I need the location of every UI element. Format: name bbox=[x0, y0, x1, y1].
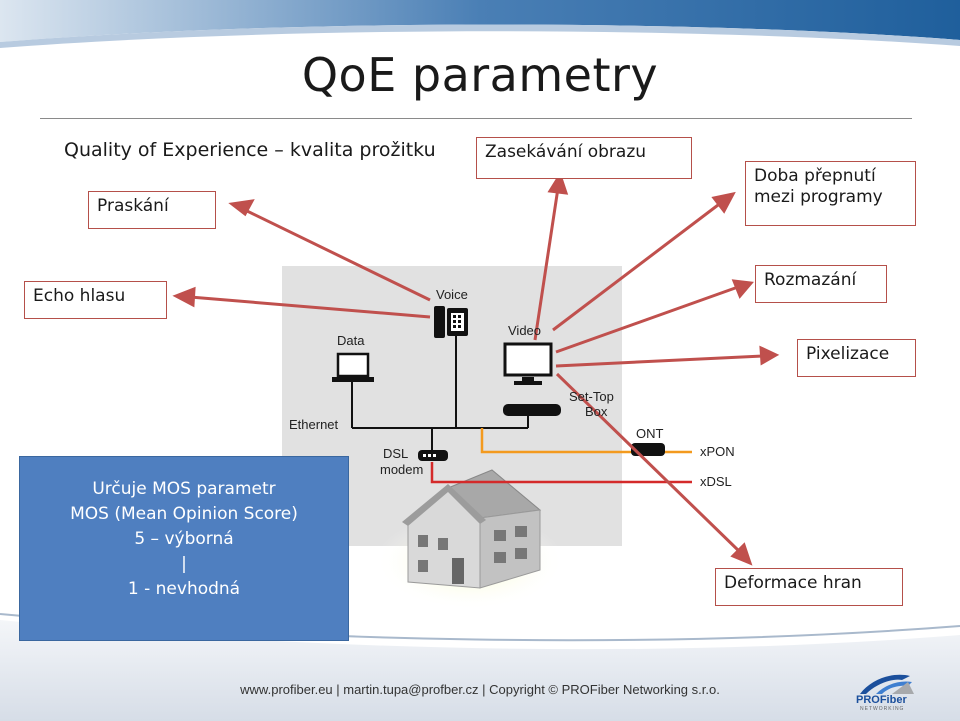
profiber-logo-icon bbox=[860, 674, 914, 694]
tv-icon bbox=[503, 342, 553, 385]
label-xdsl: xDSL bbox=[700, 474, 732, 489]
arrow-pixelizace bbox=[555, 354, 764, 368]
label-dsl: DSL bbox=[383, 446, 409, 461]
mos-line-1: Určuje MOS parametr bbox=[92, 479, 276, 499]
callout-echo: Echo hlasu bbox=[24, 281, 167, 319]
label-ont: ONT bbox=[636, 426, 664, 441]
mos-line-4: | bbox=[181, 554, 187, 574]
house-icon bbox=[402, 469, 542, 589]
callout-arrows bbox=[172, 171, 780, 566]
callout-pixelizace-text: Pixelizace bbox=[806, 344, 890, 364]
xpon-link bbox=[480, 428, 646, 454]
callout-praskani: Praskání bbox=[88, 191, 216, 229]
arrow-zasekavani bbox=[533, 187, 560, 341]
label-stb-line2: Box bbox=[585, 404, 608, 419]
callout-doba-line2: mezi programy bbox=[754, 187, 883, 207]
xdsl-link bbox=[430, 462, 692, 484]
callout-zasekavani-text: Zasekávání obrazu bbox=[485, 142, 647, 162]
header-swoosh bbox=[0, 0, 960, 48]
callout-doba-line1: Doba přepnutí bbox=[754, 166, 876, 186]
callout-zasekavani: Zasekávání obrazu bbox=[476, 137, 692, 179]
callout-deformace: Deformace hran bbox=[715, 568, 903, 606]
arrow-rozmazani-head bbox=[731, 279, 754, 299]
laptop-icon bbox=[332, 352, 374, 382]
set-top-box-icon bbox=[503, 404, 561, 416]
callout-pixelizace: Pixelizace bbox=[797, 339, 916, 377]
label-modem: modem bbox=[380, 462, 424, 477]
phone-icon bbox=[434, 306, 468, 338]
arrow-pixelizace-head bbox=[759, 345, 780, 366]
slide-subtitle: Quality of Experience – kvalita prožitku bbox=[64, 139, 436, 161]
label-ethernet: Ethernet bbox=[289, 417, 339, 432]
arrow-zasekavani-head bbox=[547, 171, 569, 195]
arrow-doba-head bbox=[711, 191, 736, 214]
mos-line-5: 1 - nevhodná bbox=[127, 579, 241, 599]
callout-rozmazani: Rozmazání bbox=[755, 265, 887, 303]
slide-title: QoE parametry bbox=[301, 48, 659, 102]
label-voice: Voice bbox=[436, 287, 468, 302]
callout-rozmazani-text: Rozmazání bbox=[764, 270, 857, 290]
mos-line-3: 5 – výborná bbox=[134, 529, 234, 549]
arrow-praskani-head bbox=[228, 199, 255, 217]
callout-deformace-text: Deformace hran bbox=[724, 573, 862, 593]
arrow-deformace-head bbox=[730, 542, 753, 566]
label-video: Video bbox=[508, 323, 542, 338]
logo-brand: PROFiber bbox=[856, 694, 907, 706]
callout-praskani-text: Praskání bbox=[97, 196, 169, 216]
label-stb-line1: Set-Top bbox=[569, 389, 614, 404]
dsl-modem-icon bbox=[418, 450, 448, 461]
label-data: Data bbox=[337, 333, 365, 348]
callout-echo-text: Echo hlasu bbox=[33, 286, 126, 306]
arrow-rozmazani bbox=[555, 285, 739, 354]
arrow-praskani bbox=[244, 208, 431, 302]
arrow-echo-head bbox=[172, 286, 196, 308]
arrow-echo bbox=[189, 295, 431, 319]
arrow-doba bbox=[552, 200, 723, 332]
mos-line-2: MOS (Mean Opinion Score) bbox=[70, 504, 298, 524]
logo-tagline: NETWORKING bbox=[860, 706, 905, 712]
label-xpon: xPON bbox=[700, 444, 735, 459]
title-divider bbox=[40, 118, 912, 119]
callout-doba: Doba přepnutí mezi programy bbox=[745, 161, 916, 226]
mos-info-box: Určuje MOS parametr MOS (Mean Opinion Sc… bbox=[19, 456, 349, 641]
footer-text: www.profiber.eu | martin.tupa@profber.cz… bbox=[240, 682, 720, 697]
arrow-deformace bbox=[555, 372, 743, 555]
